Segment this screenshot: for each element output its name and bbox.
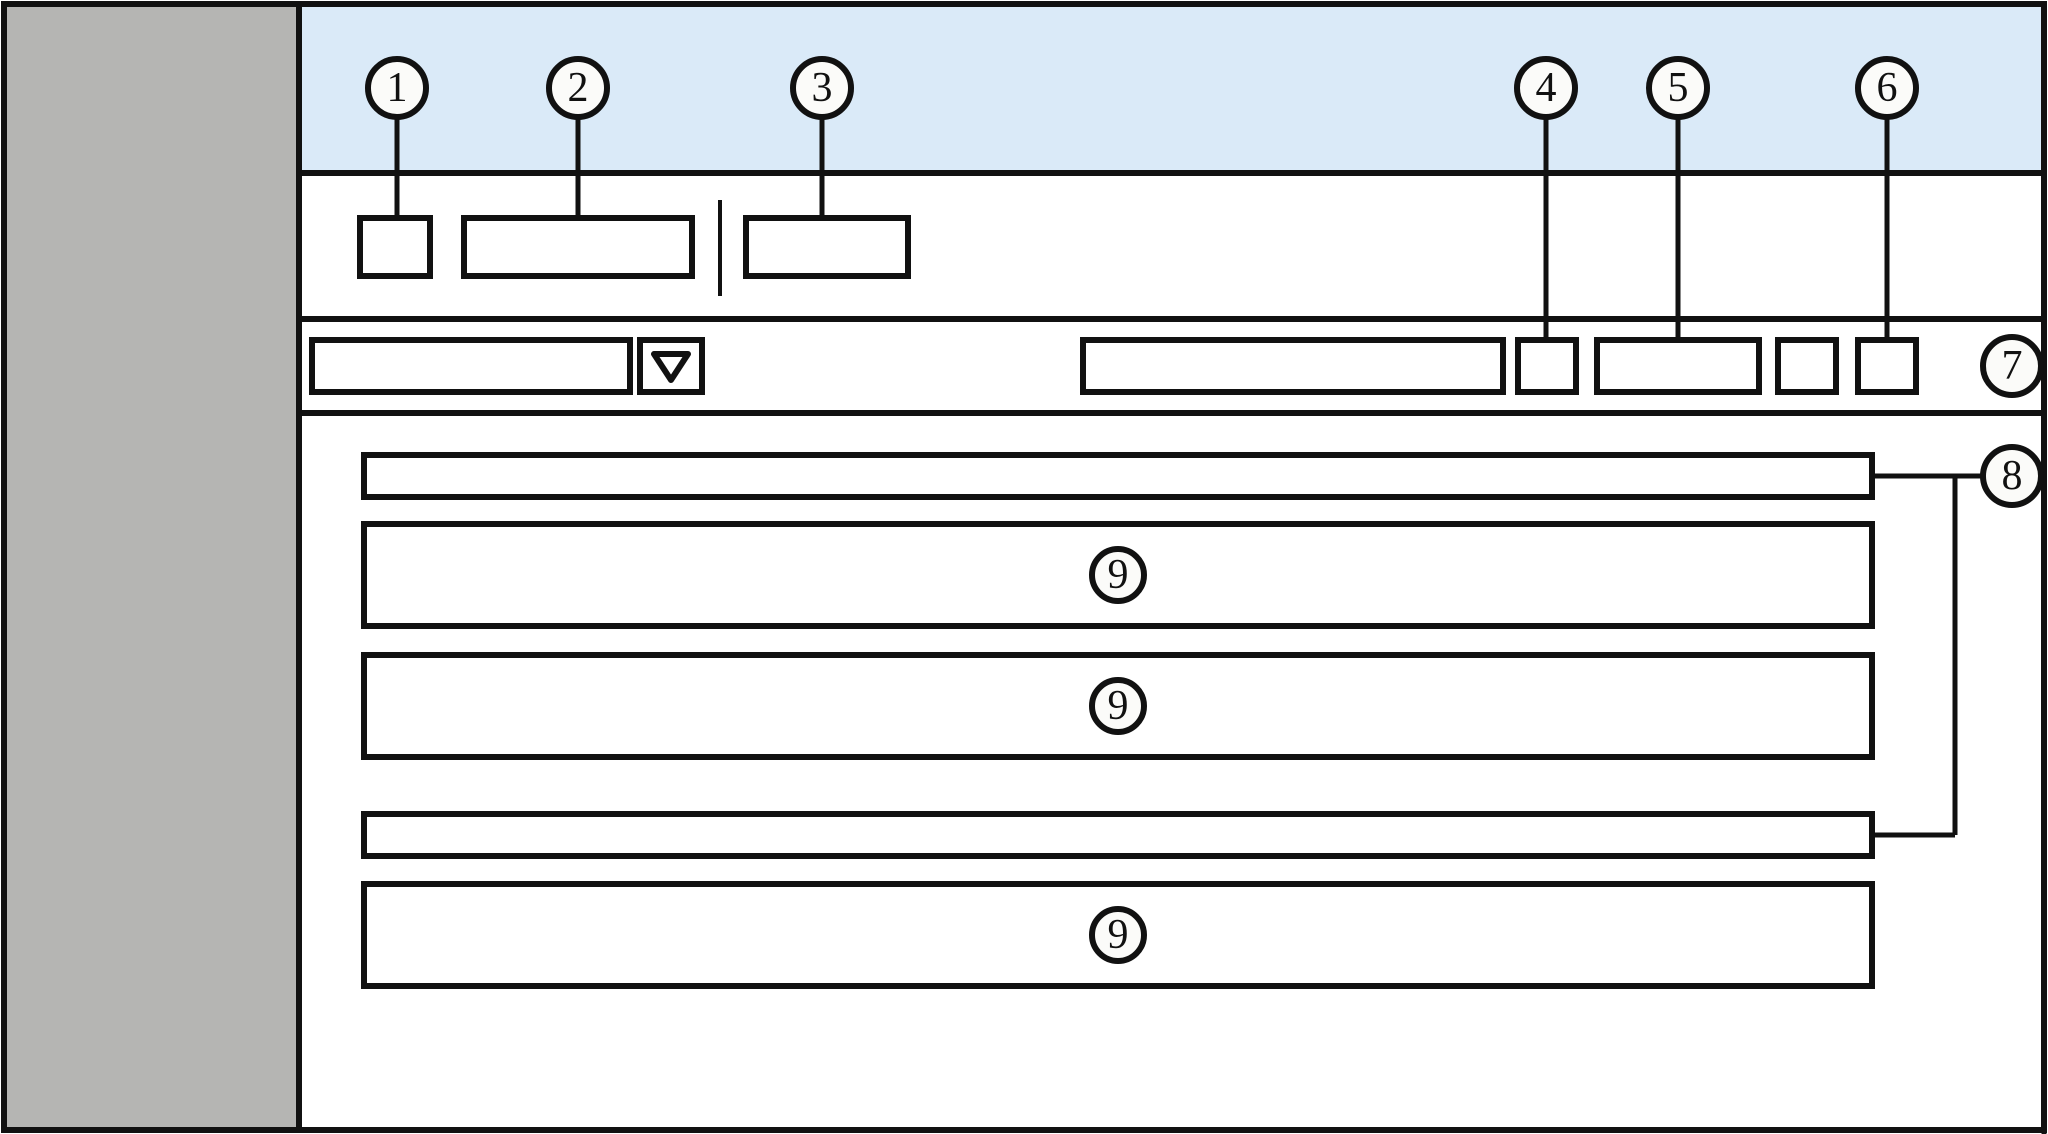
callout-1: 1 [365, 56, 429, 120]
callout-circle [1089, 677, 1147, 735]
tab-strip-controls [357, 215, 911, 279]
callout-9: 9 [1089, 546, 1147, 604]
callout-number: 3 [812, 65, 833, 111]
callout-number: 9 [1108, 912, 1129, 958]
callout-number: 6 [1877, 65, 1898, 111]
callout-circle [1980, 334, 2044, 398]
callout-circle [546, 56, 610, 120]
callout-circle [1855, 56, 1919, 120]
callout-number: 7 [2002, 343, 2023, 389]
callout-number: 2 [568, 65, 589, 111]
callout-circle [1089, 546, 1147, 604]
callout-circle [1089, 906, 1147, 964]
callout-number: 5 [1668, 65, 1689, 111]
callout-number: 4 [1536, 65, 1557, 111]
chevron-down-icon[interactable] [651, 351, 691, 383]
callout-number: 9 [1108, 552, 1129, 598]
toolbar-settings-button[interactable] [1855, 337, 1919, 395]
content-list-area [296, 410, 2047, 1133]
callout-markers: 1 2 3 4 5 6 7 8 9 9 9 [365, 56, 2044, 964]
callout-circle [1980, 444, 2044, 508]
tab-group-divider [718, 200, 722, 296]
primary-tab[interactable] [461, 215, 695, 279]
callout-circle [1646, 56, 1710, 120]
toolbar-icon-button[interactable] [1515, 337, 1579, 395]
callout-4: 4 [1514, 56, 1578, 120]
callout-leader-lines [394, 117, 2047, 1134]
group-header-row[interactable] [361, 452, 1875, 500]
secondary-tab[interactable] [743, 215, 911, 279]
callout-number: 9 [1108, 683, 1129, 729]
callout-circle [365, 56, 429, 120]
toolbar-overflow-button[interactable] [1775, 337, 1839, 395]
group-header-row[interactable] [361, 811, 1875, 859]
content-row-list [361, 452, 1875, 989]
callout-number: 1 [387, 65, 408, 111]
toolbar-action-button[interactable] [1594, 337, 1762, 395]
icon-button[interactable] [357, 215, 433, 279]
callout-5: 5 [1646, 56, 1710, 120]
callout-8: 8 [1980, 444, 2044, 508]
toolbar-controls [309, 337, 1919, 395]
callout-2: 2 [546, 56, 610, 120]
filter-select-field[interactable] [309, 337, 633, 395]
callout-6: 6 [1855, 56, 1919, 120]
callout-9: 9 [1089, 906, 1147, 964]
left-sidebar-panel[interactable] [1, 1, 302, 1133]
callout-7: 7 [1980, 334, 2044, 398]
callout-circle [790, 56, 854, 120]
callout-circle [1514, 56, 1578, 120]
callout-3: 3 [790, 56, 854, 120]
callout-number: 8 [2002, 453, 2023, 499]
callout-9: 9 [1089, 677, 1147, 735]
chevron-down-icon[interactable] [651, 351, 691, 383]
search-input-field[interactable] [1080, 337, 1506, 395]
